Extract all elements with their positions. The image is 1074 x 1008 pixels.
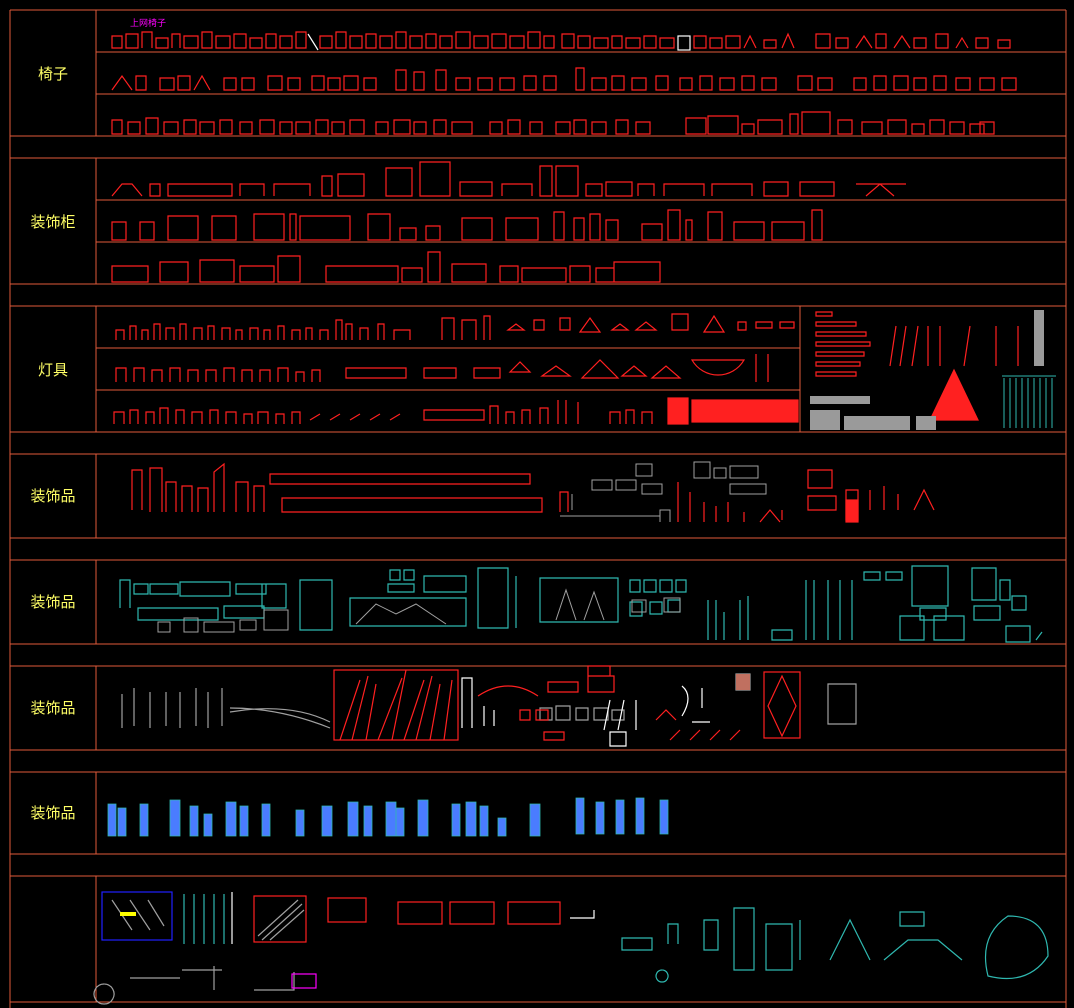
misc-blocks <box>93 891 1049 1005</box>
lamps-blocks <box>113 310 1044 425</box>
category-label-decor-3: 装饰品 <box>30 699 76 717</box>
category-label-decor-2: 装饰品 <box>30 593 76 611</box>
lamps-gray-blocks <box>810 396 936 430</box>
category-label-decor-4: 装饰品 <box>30 804 76 822</box>
decor2-cyan-blocks <box>119 565 1043 643</box>
decor1-gray-blocks <box>560 461 767 522</box>
decor3-red-blocks <box>333 665 801 741</box>
decor3-white-blocks <box>461 677 710 747</box>
grid-lines <box>9 9 1067 1008</box>
decor2-gray-blocks <box>157 588 681 633</box>
chairs-row-1-blocks <box>111 31 1011 51</box>
category-label-lamps: 灯具 <box>37 361 68 379</box>
tag-label: 上网椅子 <box>130 19 167 29</box>
category-label-chairs: 椅子 <box>37 65 68 83</box>
category-label-decor-1: 装饰品 <box>30 487 76 505</box>
category-label-cabinets: 装饰柜 <box>30 213 76 231</box>
decor1-blocks <box>131 462 935 523</box>
lamps-cyan-blocks <box>1002 375 1056 428</box>
decor4-people-blocks <box>107 797 669 837</box>
chairs-row-3-blocks <box>111 111 995 135</box>
cabinets-blocks <box>111 161 906 283</box>
chairs-row-2-blocks <box>111 67 1017 91</box>
